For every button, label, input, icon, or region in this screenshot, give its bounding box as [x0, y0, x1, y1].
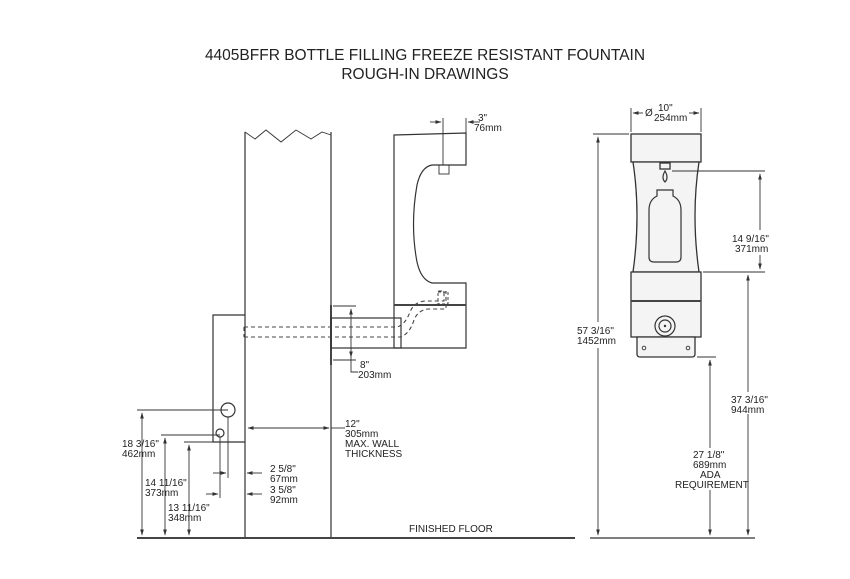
height-c-metric: 348mm [168, 513, 201, 524]
ada-note1: ADA [700, 470, 721, 481]
base-housing [630, 271, 702, 338]
dim-heights: 18 3/16" 462mm 14 11/16" 373mm 13 11/16"… [122, 409, 228, 536]
water-drop-icon [662, 169, 668, 183]
overall-height-metric: 1452mm [577, 336, 616, 347]
wall-thickness-imperial: 12" [345, 419, 360, 430]
drawing-title: 4405BFFR BOTTLE FILLING FREEZE RESISTANT… [204, 47, 646, 64]
pipe-height-imperial: 8" [360, 360, 370, 371]
dim-diameter: Ø 10" 254mm [630, 103, 702, 132]
pipe-height-metric: 203mm [358, 370, 391, 381]
height-b-metric: 373mm [145, 488, 178, 499]
wall-thickness-note2: THICKNESS [345, 449, 403, 460]
fountain-front-body [630, 133, 702, 358]
wall-thickness-note1: MAX. WALL [345, 439, 400, 450]
wall-thickness-metric: 305mm [345, 429, 378, 440]
diameter-metric: 254mm [654, 113, 687, 124]
finished-floor: FINISHED FLOOR [137, 524, 575, 539]
diameter-imperial: 10" [658, 103, 673, 114]
dim-valve-offsets: 2 5/8" 67mm 3 5/8" 92mm [206, 464, 298, 506]
dim-ada-height: 27 1/8" 689mm ADA REQUIREMENT [675, 356, 749, 536]
dim-pipe-height: 8" 203mm [333, 305, 391, 381]
valve-offset-b-metric: 92mm [270, 495, 298, 506]
valve-offset-a-imperial: 2 5/8" [270, 464, 296, 475]
spout-offset-imperial: 3" [478, 113, 488, 124]
mount-bracket [636, 336, 696, 358]
height-a-imperial: 18 3/16" [122, 439, 159, 450]
waste-pipe [243, 290, 447, 338]
drawing-subtitle: ROUGH-IN DRAWINGS [341, 66, 509, 83]
dim-base-height: 37 3/16" 944mm [731, 274, 768, 536]
ada-height-imperial: 27 1/8" [693, 450, 725, 461]
ada-note2: REQUIREMENT [675, 480, 749, 491]
dim-wall-thickness: 12" 305mm MAX. WALL THICKNESS [247, 419, 403, 460]
dim-fill-height: 14 9/16" 371mm [672, 170, 769, 273]
filler-spout [659, 162, 671, 170]
spout-nozzle [438, 164, 450, 175]
valve-offset-b-imperial: 3 5/8" [270, 485, 296, 496]
height-c-imperial: 13 11/16" [168, 503, 210, 514]
dim-spout-offset: 3" 76mm [430, 113, 502, 165]
base-height-metric: 944mm [731, 405, 764, 416]
dim-overall-height: 57 3/16" 1452mm [577, 133, 629, 536]
fill-height-metric: 371mm [735, 244, 768, 255]
bottle-icon [648, 189, 682, 263]
front-view: Ø 10" 254mm 57 3/16" 1452mm 14 9/16" 371… [577, 103, 769, 539]
valve-offset-a-metric: 67mm [270, 474, 298, 485]
diameter-symbol: Ø [645, 108, 653, 119]
fountain-side-profile [330, 132, 467, 365]
fill-height-imperial: 14 9/16" [732, 234, 769, 245]
base-height-imperial: 37 3/16" [731, 395, 768, 406]
support-frame [212, 314, 245, 498]
ada-height-metric: 689mm [693, 460, 726, 471]
side-view: 3" 76mm 8" 203mm 12" 305mm MAX. WALL THI… [122, 113, 575, 539]
supply-port-small [215, 428, 225, 438]
floor-label: FINISHED FLOOR [409, 524, 493, 535]
spout-offset-metric: 76mm [474, 123, 502, 134]
height-a-metric: 462mm [122, 449, 155, 460]
height-b-imperial: 14 11/16" [145, 478, 187, 489]
drain-fitting [654, 315, 676, 337]
bottle-bay [632, 161, 700, 273]
top-cap [630, 133, 702, 163]
overall-height-imperial: 57 3/16" [577, 326, 614, 337]
